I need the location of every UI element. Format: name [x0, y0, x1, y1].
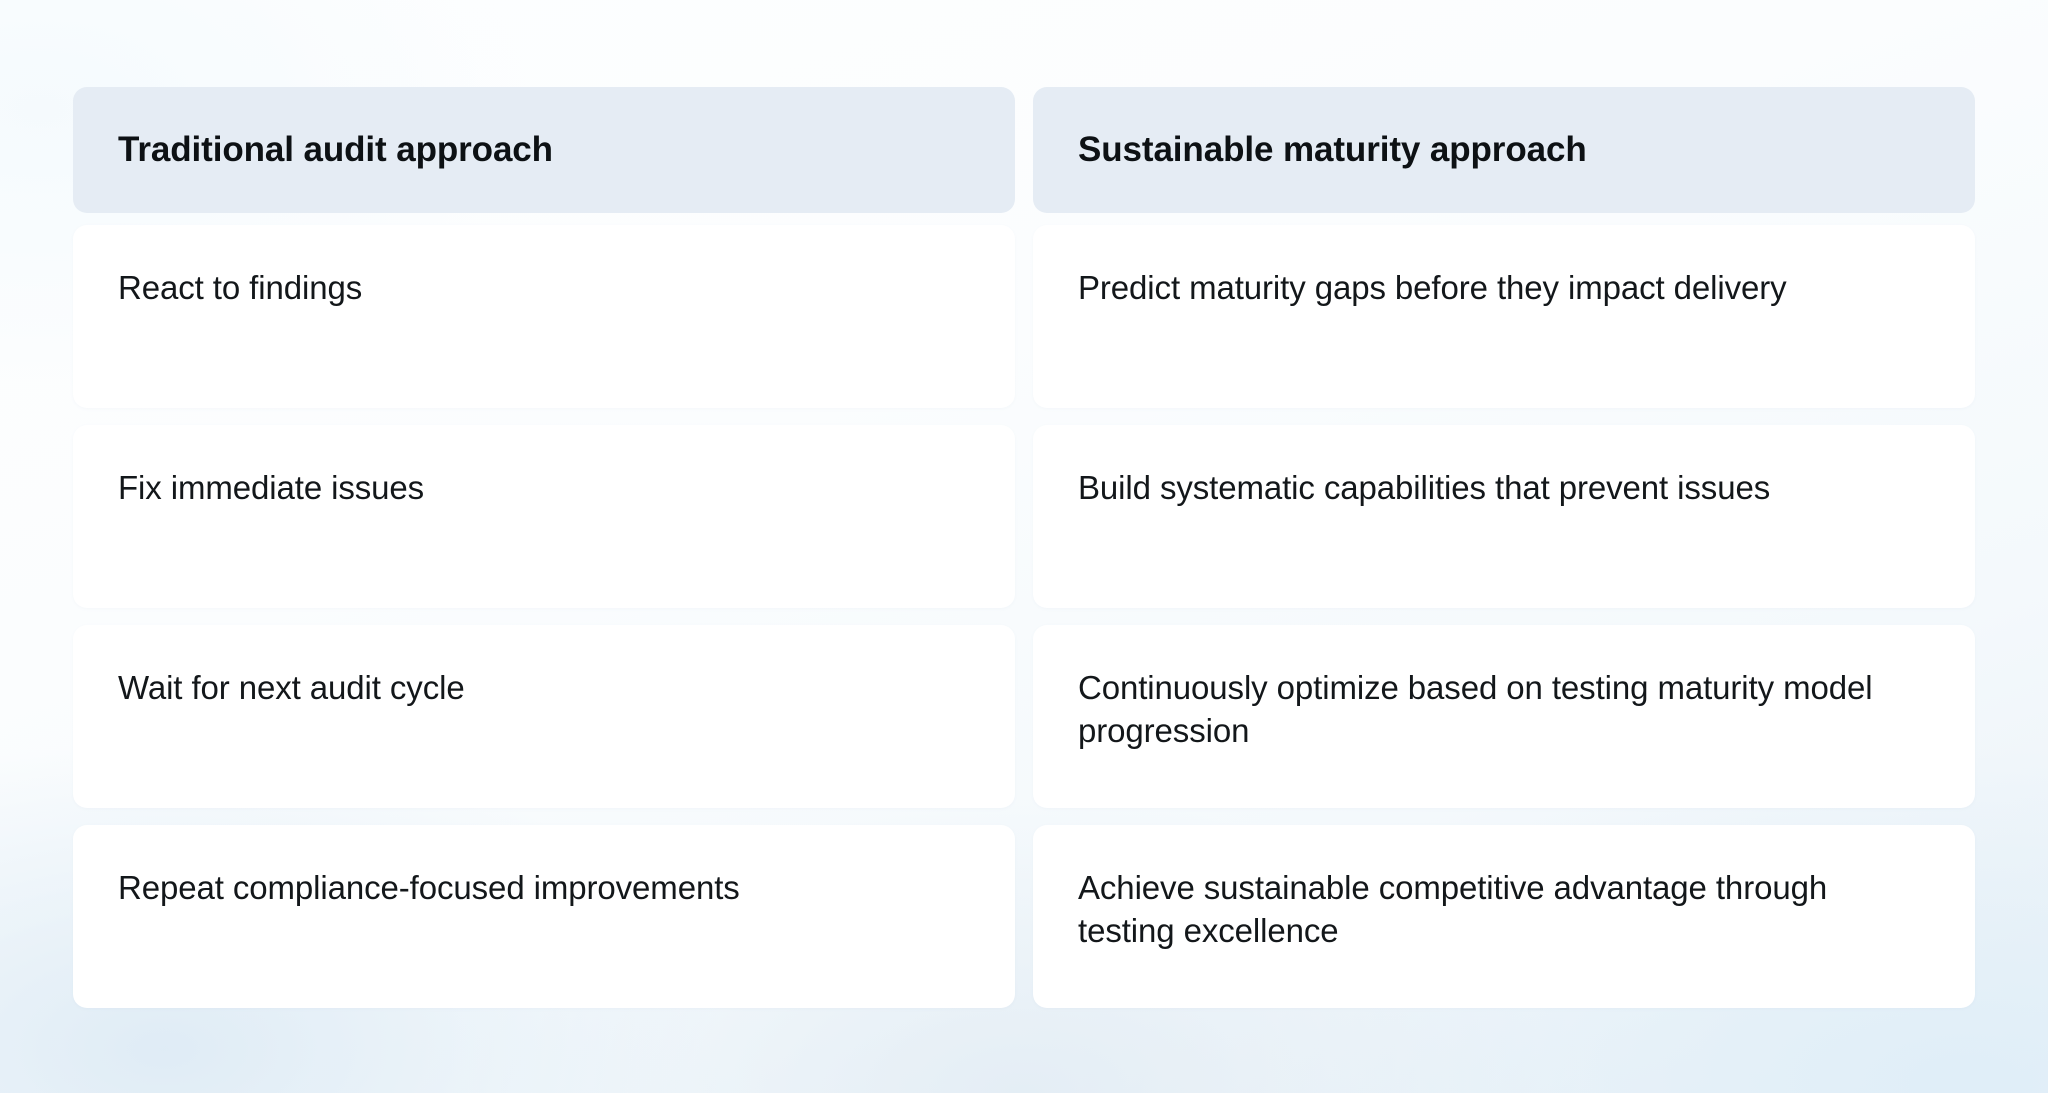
cell-sustainable-4: Achieve sustainable competitive advantag… — [1033, 825, 1975, 1008]
cell-traditional-4: Repeat compliance-focused improvements — [73, 825, 1015, 1008]
comparison-table: Traditional audit approach Sustainable m… — [73, 87, 1975, 1008]
cell-traditional-4-text: Repeat compliance-focused improvements — [118, 869, 740, 906]
table-row: Fix immediate issues Build systematic ca… — [73, 425, 1975, 608]
cell-traditional-2-text: Fix immediate issues — [118, 469, 425, 506]
column-header-traditional-label: Traditional audit approach — [118, 130, 553, 170]
cell-traditional-3-text: Wait for next audit cycle — [118, 669, 465, 706]
cell-traditional-1-text: React to findings — [118, 269, 363, 306]
table-header-row: Traditional audit approach Sustainable m… — [73, 87, 1975, 213]
cell-traditional-2: Fix immediate issues — [73, 425, 1015, 608]
cell-traditional-3: Wait for next audit cycle — [73, 625, 1015, 808]
cell-sustainable-1-text: Predict maturity gaps before they impact… — [1078, 269, 1787, 306]
cell-sustainable-3: Continuously optimize based on testing m… — [1033, 625, 1975, 808]
cell-sustainable-2: Build systematic capabilities that preve… — [1033, 425, 1975, 608]
table-row: React to findings Predict maturity gaps … — [73, 225, 1975, 408]
table-row: Repeat compliance-focused improvements A… — [73, 825, 1975, 1008]
table-row: Wait for next audit cycle Continuously o… — [73, 625, 1975, 808]
cell-traditional-1: React to findings — [73, 225, 1015, 408]
column-header-sustainable: Sustainable maturity approach — [1033, 87, 1975, 213]
column-header-traditional: Traditional audit approach — [73, 87, 1015, 213]
cell-sustainable-3-text: Continuously optimize based on testing m… — [1078, 669, 1873, 749]
cell-sustainable-4-text: Achieve sustainable competitive advantag… — [1078, 869, 1828, 949]
cell-sustainable-1: Predict maturity gaps before they impact… — [1033, 225, 1975, 408]
column-header-sustainable-label: Sustainable maturity approach — [1078, 130, 1587, 170]
cell-sustainable-2-text: Build systematic capabilities that preve… — [1078, 469, 1771, 506]
